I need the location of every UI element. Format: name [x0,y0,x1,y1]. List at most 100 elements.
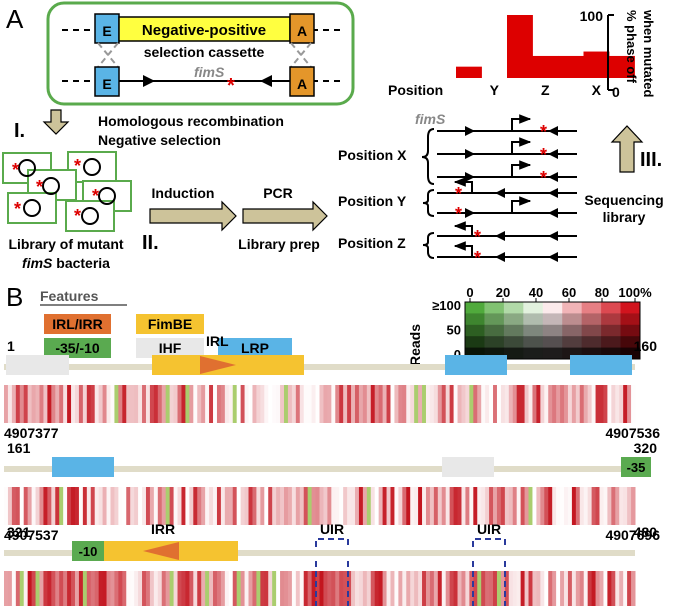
svg-text:*: * [74,206,81,226]
heatmap-cell [627,487,632,525]
heatmap-cell [145,487,151,525]
heatmap-cell [142,385,147,423]
colorscale-cell [562,324,583,337]
heatmap-cell [264,487,269,525]
heatmap-cell [540,487,545,525]
heatmap-cell [457,487,462,525]
heatmap-cell [611,571,616,606]
heatmap-cell [591,385,597,423]
heatmap-cell [390,571,395,606]
legend-label-2: -35/-10 [55,340,100,356]
chart-category-z: Z [541,82,550,98]
colorscale-cell [465,302,485,314]
heatmap-cell [552,571,557,606]
heatmap-cell [161,487,167,525]
position-y-brace-icon [422,189,435,217]
heatmap-cell [27,385,33,423]
heatmap-cell [504,571,510,606]
heatmap-cell [216,487,222,525]
heatmap-cell [520,385,526,423]
track-backbone [4,364,635,370]
heatmap-cell [31,487,37,525]
heatmap-cell [378,385,384,423]
bacteria-library [2,151,132,232]
heatmap-cell [516,487,522,525]
colorscale-cell [581,324,602,337]
heatmap-cell [209,571,214,606]
heatmap-cell [406,385,411,423]
heatmap-cell [583,571,589,606]
heatmap-cell [236,571,242,606]
feature-box [621,457,651,477]
colorscale-cell [562,336,583,349]
heatmap-cell [370,487,376,525]
heatmap-cell [256,571,261,606]
heatmap-cell [351,385,356,423]
heatmap-cell [98,385,104,423]
heatmap-cell [579,487,585,525]
heatmap-cell [339,571,344,606]
heatmap-cell [59,487,64,525]
heatmap-cell [35,487,40,525]
heatmap-cell [422,487,427,525]
heatmap-cell [193,571,198,606]
heatmap-cell [536,487,541,525]
heatmap-cell [331,487,336,525]
heatmap-cell [94,487,100,525]
cassette-box: E Negative-positive A selection cassette… [46,1,355,106]
position-x-label: Position X [338,147,407,163]
heatmap-cell [213,385,218,423]
heatmap-cell [422,385,427,423]
heatmap-cell [552,385,557,423]
heatmap-cell [94,385,100,423]
heatmap-cell [157,487,163,525]
heatmap-cell [284,487,289,525]
heatmap-cell [185,385,190,423]
heatmap-cell [453,385,459,423]
colorscale-cell [620,302,641,314]
heatmap-cell [437,571,443,606]
heatmap-cell [560,487,565,525]
heatmap-cell [402,487,407,525]
svg-text:*: * [540,168,547,188]
heatmap-cell [567,487,573,525]
colorscale-cell [523,313,544,326]
svg-text:*: * [74,156,81,176]
heatmap-cell [473,385,478,423]
heatmap-cell [213,487,218,525]
heatmap-cell [469,385,474,423]
heatmap-cell [481,487,486,525]
heatmap-cell [193,385,198,423]
heatmap-cell [327,571,332,606]
heatmap-cell [311,487,317,525]
features-title: Features [40,288,99,304]
heatmap-cell [489,571,494,606]
heatmap-cell [429,385,435,423]
heatmap-cell [220,571,226,606]
heatmap-cell [149,385,155,423]
colorscale-cell [542,324,563,337]
colorscale-cell [562,302,583,314]
uir-bracket-top [315,538,349,547]
heatmap-cell [567,571,573,606]
heatmap-cell [315,487,320,525]
heatmap-cell [378,487,384,525]
colorscale-cell [484,347,505,360]
heatmap-cell [386,571,391,606]
colorscale-cell [542,347,563,360]
colorscale-cell [620,336,641,349]
heatmap-cell [343,385,348,423]
heatmap-cell [556,487,561,525]
heatmap-cell [94,571,100,606]
bottom-a-label: A [297,76,307,92]
bottom-e-box [94,66,120,97]
heatmap-cell [595,571,601,606]
track-end-label: 320 [634,440,658,456]
heatmap-cell [323,487,328,525]
colorscale-cell [601,302,622,314]
step-3-line2: library [603,209,646,225]
